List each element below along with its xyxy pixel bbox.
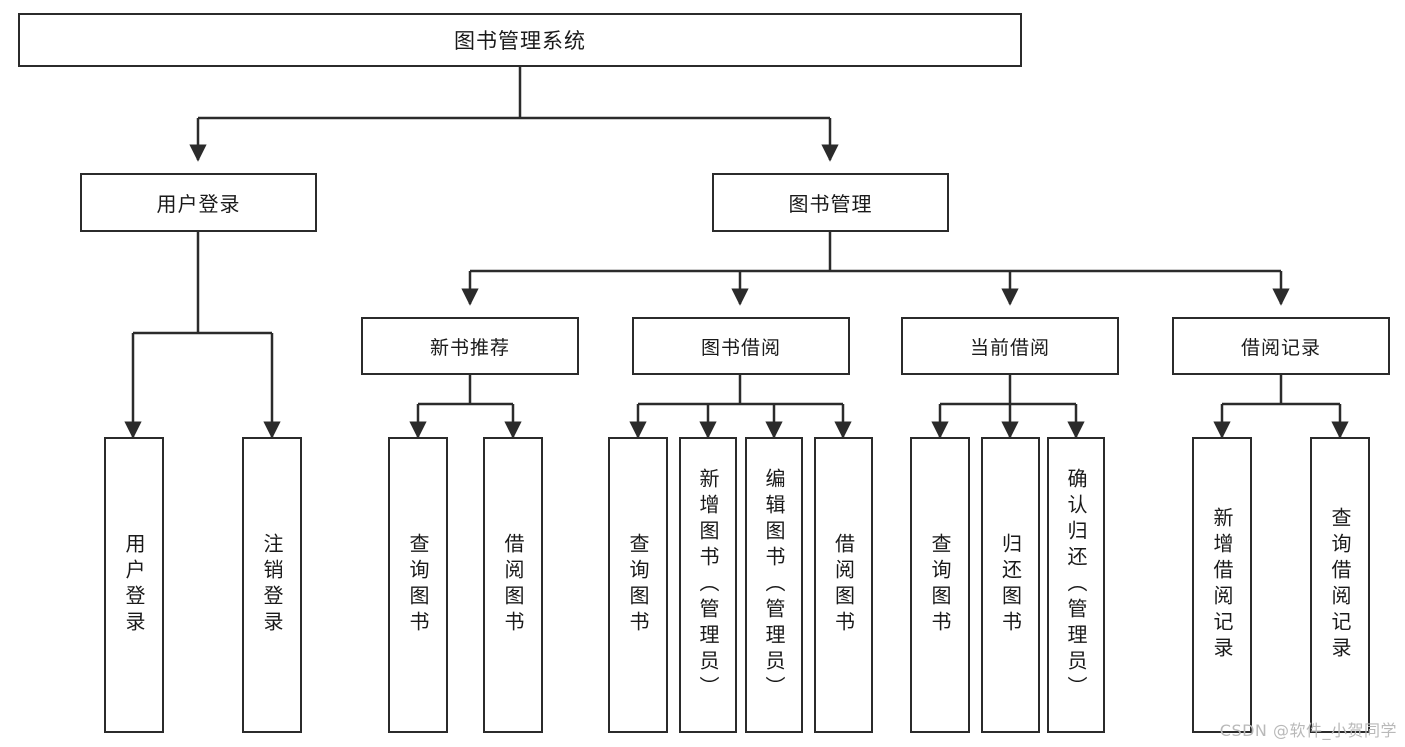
node-book-management[interactable]: 图书管理 [712, 173, 949, 232]
node-label: 用户登录 [122, 533, 146, 637]
node-label: 新增借阅记录 [1210, 507, 1234, 663]
node-label: 借阅图书 [501, 533, 525, 637]
csdn-watermark: CSDN @软件_小贺同学 [1219, 721, 1397, 740]
leaf-user-login-logout[interactable]: 注销登录 [242, 437, 302, 733]
node-label: 查询图书 [626, 533, 650, 637]
node-user-login[interactable]: 用户登录 [80, 173, 317, 232]
leaf-book-borrow-edit-book-admin[interactable]: 编辑图书（管理员） [745, 437, 803, 733]
node-label: 新增图书（管理员） [696, 468, 720, 702]
node-book-borrow[interactable]: 图书借阅 [632, 317, 850, 375]
node-label: 图书借阅 [700, 336, 781, 359]
node-label: 查询借阅记录 [1328, 507, 1352, 663]
leaf-borrow-record-add-record[interactable]: 新增借阅记录 [1192, 437, 1252, 733]
leaf-book-borrow-borrow-book[interactable]: 借阅图书 [814, 437, 873, 733]
leaf-book-borrow-query-book[interactable]: 查询图书 [608, 437, 668, 733]
leaf-current-borrow-query-book[interactable]: 查询图书 [910, 437, 970, 733]
node-label: 借阅记录 [1240, 336, 1321, 359]
node-label: 当前借阅 [969, 336, 1050, 359]
leaf-current-borrow-confirm-return-admin[interactable]: 确认归还（管理员） [1047, 437, 1105, 733]
node-label: 归还图书 [998, 533, 1023, 637]
leaf-new-book-borrow-book[interactable]: 借阅图书 [483, 437, 543, 733]
node-label: 查询图书 [928, 533, 952, 637]
leaf-new-book-query-book[interactable]: 查询图书 [388, 437, 448, 733]
node-label: 新书推荐 [429, 336, 510, 359]
node-label: 用户登录 [156, 192, 241, 216]
node-new-book-recommend[interactable]: 新书推荐 [361, 317, 579, 375]
node-label: 图书管理系统 [454, 29, 586, 53]
node-label: 注销登录 [260, 533, 284, 637]
node-label: 图书管理 [788, 192, 873, 216]
leaf-borrow-record-query-record[interactable]: 查询借阅记录 [1310, 437, 1370, 733]
node-root-system[interactable]: 图书管理系统 [18, 13, 1022, 67]
node-current-borrow[interactable]: 当前借阅 [901, 317, 1119, 375]
node-label: 借阅图书 [831, 533, 856, 637]
leaf-book-borrow-add-book-admin[interactable]: 新增图书（管理员） [679, 437, 737, 733]
leaf-current-borrow-return-book[interactable]: 归还图书 [981, 437, 1040, 733]
node-label: 编辑图书（管理员） [762, 468, 786, 702]
node-borrow-record[interactable]: 借阅记录 [1172, 317, 1390, 375]
leaf-user-login-login[interactable]: 用户登录 [104, 437, 164, 733]
node-label: 确认归还（管理员） [1064, 468, 1088, 702]
node-label: 查询图书 [406, 533, 430, 637]
